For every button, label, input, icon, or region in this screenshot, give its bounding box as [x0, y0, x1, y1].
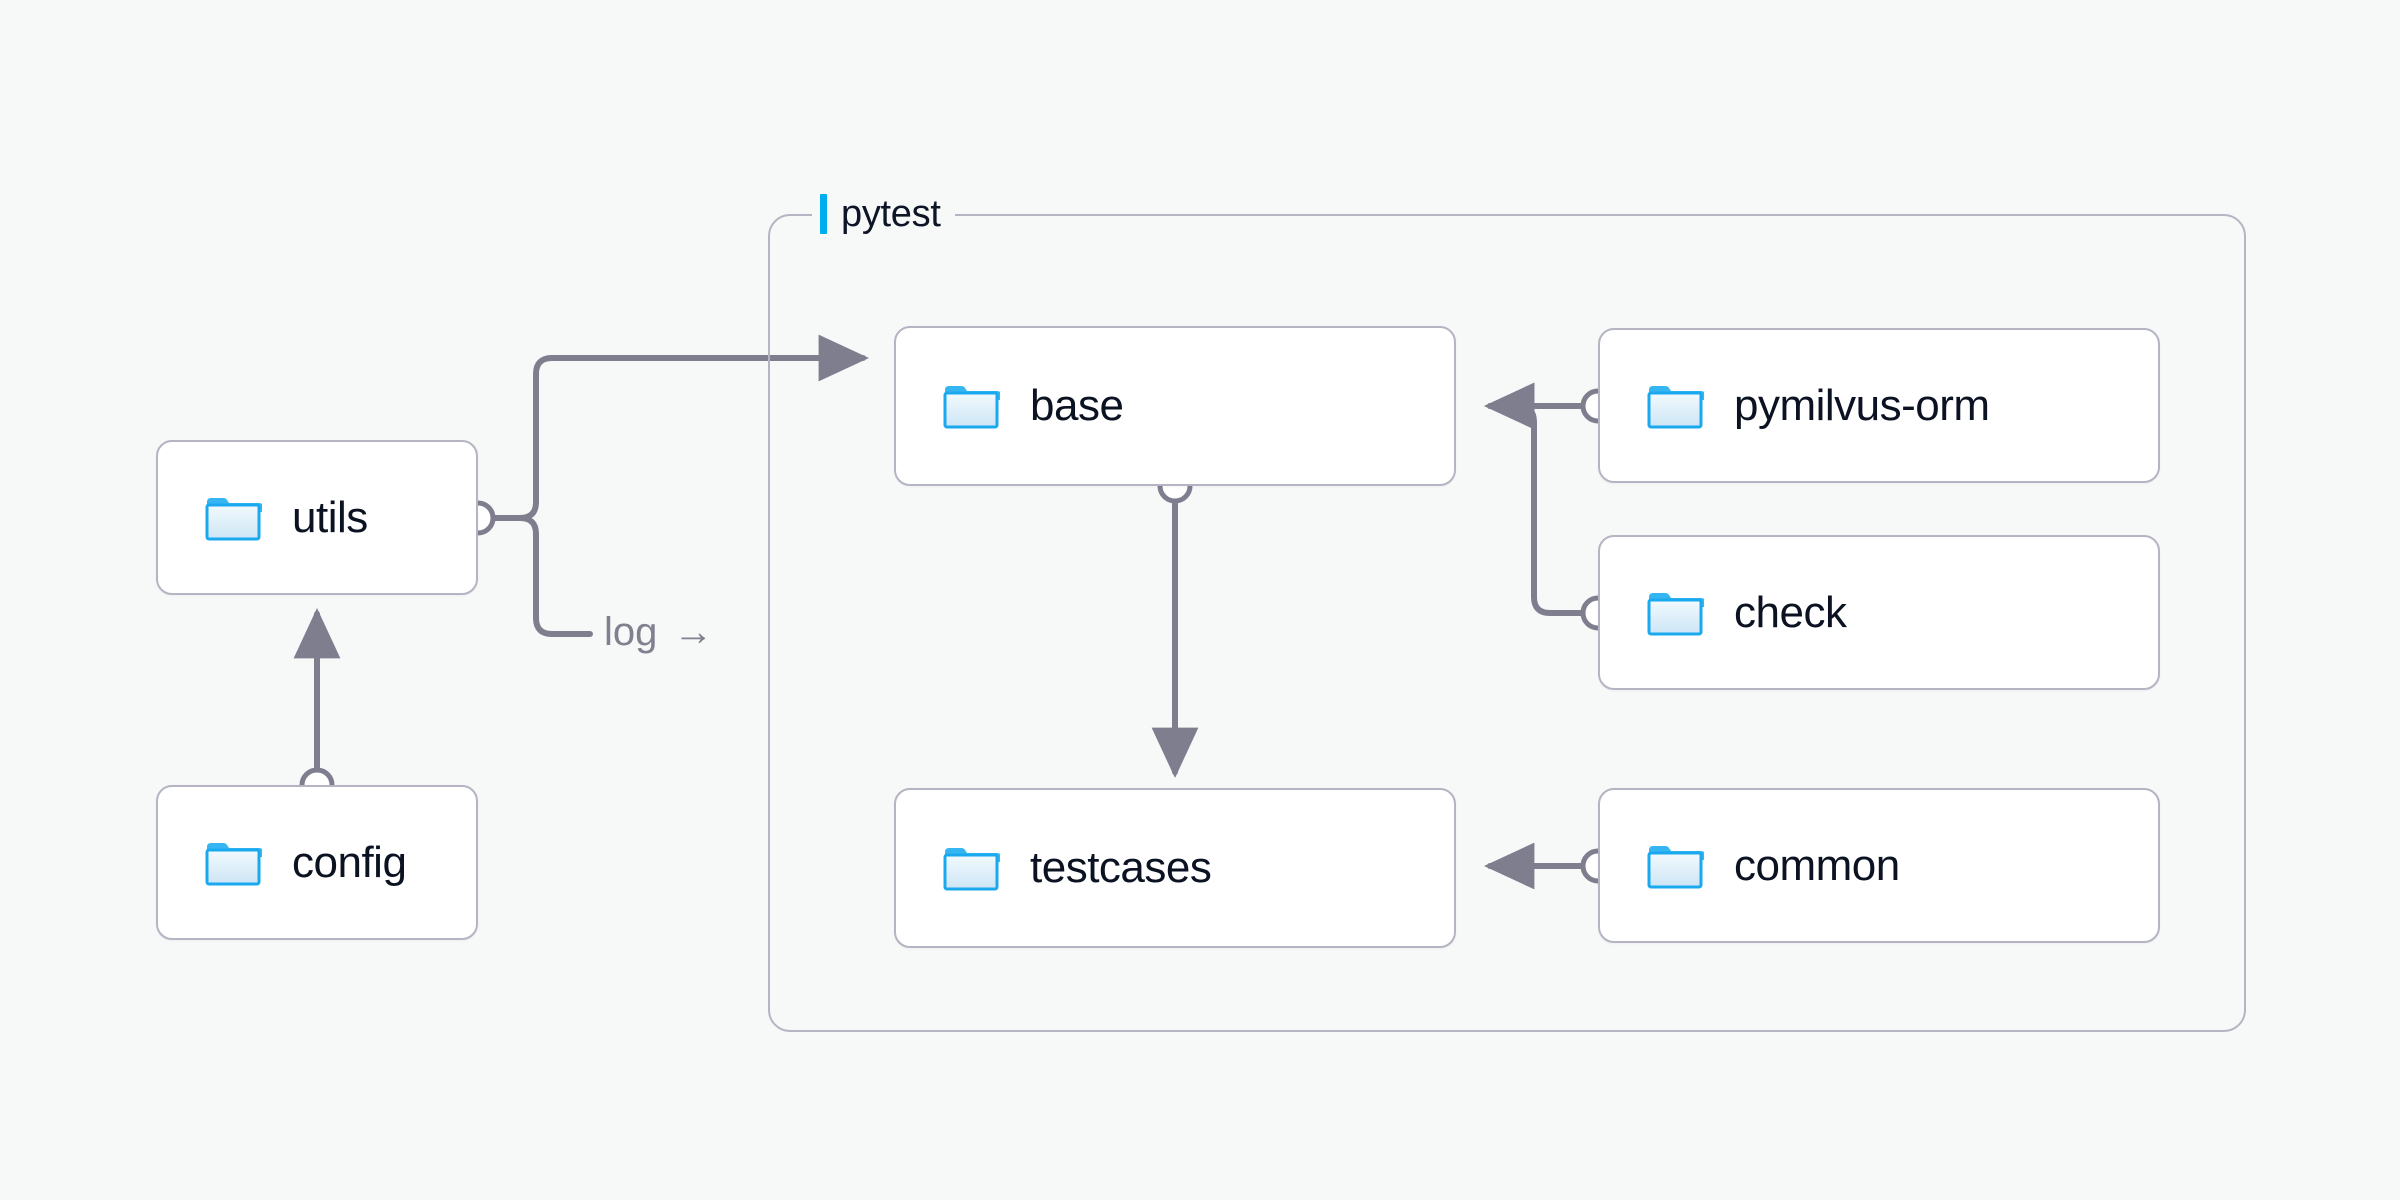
edge-label-log: log → [604, 612, 713, 652]
node-label-common: common [1734, 840, 1900, 890]
node-check[interactable]: check [1598, 535, 2160, 690]
group-title-label: pytest [841, 192, 941, 235]
node-label-testcases: testcases [1030, 843, 1212, 892]
pytest-group-title: pytest [812, 186, 955, 242]
folder-icon [1647, 592, 1704, 635]
node-pymilvus-orm[interactable]: pymilvus-orm [1598, 328, 2160, 483]
node-config[interactable]: config [156, 785, 478, 940]
node-label-check: check [1734, 587, 1847, 637]
node-testcases[interactable]: testcases [894, 788, 1456, 948]
arrow-right-icon: → [673, 610, 714, 654]
edge-label-log-text: log [604, 610, 658, 654]
folder-icon [1647, 845, 1704, 888]
edge-utils-to-log [491, 515, 593, 637]
node-base[interactable]: base [894, 326, 1456, 486]
pytest-group-container [768, 214, 2246, 1032]
folder-icon [205, 842, 262, 885]
node-utils[interactable]: utils [156, 440, 478, 595]
node-label-utils: utils [292, 492, 368, 542]
folder-icon [205, 497, 262, 540]
node-label-base: base [1030, 381, 1124, 430]
folder-icon [1647, 385, 1704, 428]
folder-icon [943, 848, 1000, 891]
group-accent-bar [820, 194, 827, 234]
folder-icon [943, 386, 1000, 429]
node-common[interactable]: common [1598, 788, 2160, 943]
node-label-config: config [292, 837, 407, 887]
node-label-pymilvus-orm: pymilvus-orm [1734, 380, 1990, 430]
